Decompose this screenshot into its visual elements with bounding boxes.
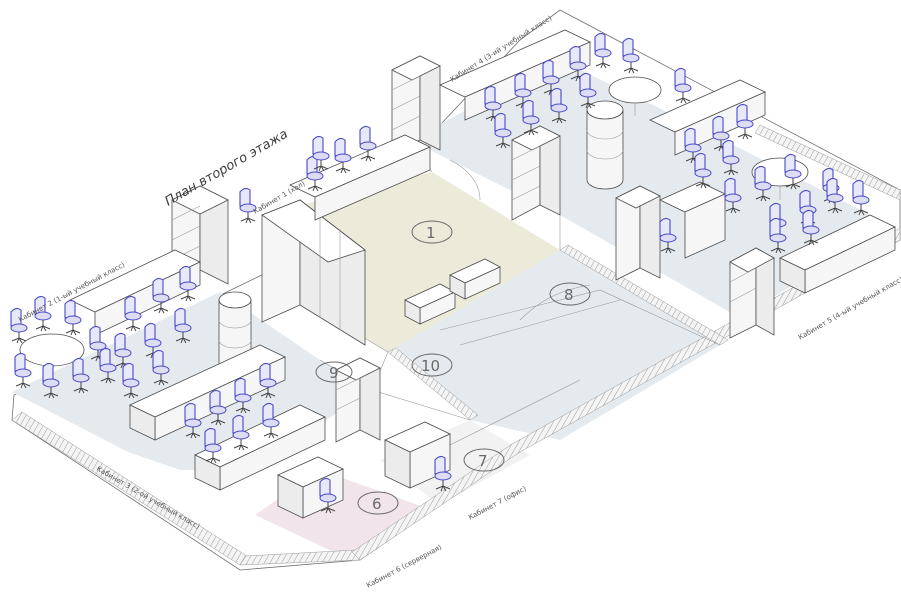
office-chair (359, 125, 377, 162)
office-chair (674, 67, 692, 104)
office-chair (434, 455, 452, 492)
office-chair (262, 402, 280, 439)
round-shelf-top (586, 100, 624, 190)
wall-hatch-south (239, 549, 361, 566)
office-chair (569, 45, 587, 82)
desk-row-room-1 (289, 134, 431, 221)
svg-text:6: 6 (372, 495, 382, 513)
office-chair (179, 265, 197, 302)
office-chair (144, 322, 162, 359)
room-number-8: 8 (549, 282, 591, 306)
svg-text:1: 1 (426, 224, 436, 242)
office-chair (259, 362, 277, 399)
office-chair (42, 362, 60, 399)
floor-zone-room-3 (128, 360, 372, 470)
office-chair (306, 155, 324, 192)
office-chair (64, 299, 82, 336)
office-chair (826, 177, 844, 214)
room-label-kab6: Кабинет 6 (серверная) (365, 543, 443, 590)
office-chair (754, 165, 772, 202)
shelf-unit-lower (335, 357, 381, 443)
office-chair (334, 137, 352, 174)
office-chair (694, 152, 712, 189)
office-chair (174, 307, 192, 344)
office-chair (579, 72, 597, 109)
office-chair (204, 427, 222, 464)
wall-hatch-internal-1 (559, 244, 729, 346)
office-chair (209, 389, 227, 426)
office-chair (124, 295, 142, 332)
office-chair (550, 87, 568, 124)
office-chair (72, 357, 90, 394)
shelf-unit-right (729, 247, 775, 339)
svg-text:8: 8 (564, 286, 574, 304)
office-chair (239, 187, 257, 224)
room-number-6: 6 (357, 491, 399, 515)
desk-row-room-3-b (194, 404, 326, 491)
office-chair (494, 112, 512, 149)
shelf-unit-middle (511, 125, 561, 221)
office-chair (736, 103, 754, 140)
room-number-7: 7 (463, 448, 505, 472)
office-chair (99, 347, 117, 384)
desk-row-room-2 (69, 249, 201, 336)
office-chairs (10, 32, 870, 514)
office-chair (319, 477, 337, 514)
wardrobe-block-center (261, 199, 366, 346)
office-chair (802, 209, 820, 246)
desk-room-7 (384, 421, 451, 489)
office-chair (659, 217, 677, 254)
wardrobe-right (615, 185, 661, 281)
office-chair (14, 352, 32, 389)
office-chair (114, 332, 132, 369)
room-number-9: 9 (315, 361, 353, 383)
office-chair (34, 295, 52, 332)
office-chair (234, 377, 252, 414)
wall-hatch-internal-3 (754, 124, 901, 201)
armchair-2 (449, 258, 501, 300)
office-chair (712, 115, 730, 152)
office-chair (122, 362, 140, 399)
room-number-1: 1 (411, 220, 453, 244)
svg-text:7: 7 (478, 452, 488, 470)
wall-hatch-internal-2 (387, 347, 479, 421)
svg-text:9: 9 (329, 364, 339, 382)
office-chair (622, 37, 640, 74)
office-chair (784, 153, 802, 190)
office-chair (10, 307, 28, 344)
office-chair (484, 85, 502, 122)
office-chair (514, 72, 532, 109)
svg-text:10: 10 (421, 357, 440, 375)
armchair-1 (404, 283, 456, 325)
room-label-kab3: Кабинет 3 (2-ой учебный класс) (95, 465, 201, 531)
office-chair (184, 402, 202, 439)
office-chair (852, 179, 870, 216)
office-chair (152, 349, 170, 386)
office-chair (89, 325, 107, 362)
office-chair (594, 32, 612, 69)
room-label-kab7: Кабинет 7 (офис) (467, 484, 528, 521)
office-chair (769, 217, 787, 254)
office-chair (232, 414, 250, 451)
office-chair (724, 177, 742, 214)
office-chair (542, 59, 560, 96)
office-chair (522, 99, 540, 136)
room-number-10: 10 (411, 353, 453, 377)
office-chair (684, 127, 702, 164)
office-chair (722, 139, 740, 176)
office-chair (152, 277, 170, 314)
floor-zone-hall (388, 250, 720, 440)
desk-row-room-5-b (779, 214, 896, 294)
round-table-top (608, 76, 662, 116)
shelf-unit-top-left (391, 55, 441, 155)
office-chair (312, 135, 330, 172)
